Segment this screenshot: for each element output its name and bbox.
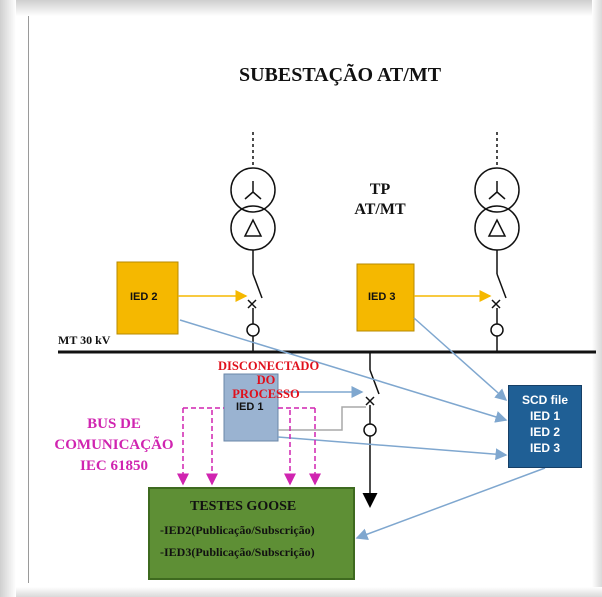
arrow-ied1-to-scd xyxy=(277,436,508,461)
ied3-box xyxy=(356,263,415,332)
goose-line-ied2: -IED2(Publicação/Subscrição) xyxy=(160,523,315,537)
frame-shadow-right xyxy=(592,0,602,597)
goose-line-ied3: -IED3(Publicação/Subscrição) xyxy=(160,545,315,559)
transformer-label-line1: TP xyxy=(369,181,391,198)
goose-tests-box: TESTES GOOSE -IED2(Publicação/Subscrição… xyxy=(148,487,355,580)
bus-label-line3: IEC 61850 xyxy=(80,458,148,474)
arrow-ied3-to-scd xyxy=(413,317,508,401)
ied2-label: IED 2 xyxy=(130,291,158,303)
disconnected-label: DISCONECTADO DO PROCESSO xyxy=(218,359,320,401)
transformer-label: TP AT/MT xyxy=(345,180,415,220)
busbar-label: MT 30 kV xyxy=(58,333,111,347)
transformer-right xyxy=(474,132,520,352)
ied2-box xyxy=(116,261,179,335)
bus-label-line2: COMUNICAÇÃO xyxy=(54,437,174,453)
scd-title: SCD file xyxy=(521,393,568,407)
scd-item-ied1: IED 1 xyxy=(529,409,560,423)
transformer-left xyxy=(230,132,276,352)
ied3-label: IED 3 xyxy=(368,291,396,303)
scd-file-box: SCD file IED 1 IED 2 IED 3 xyxy=(508,385,582,468)
arrow-ied2-to-scd xyxy=(179,319,508,423)
bus-label-line1: BUS DE xyxy=(87,416,141,432)
scd-item-ied3: IED 3 xyxy=(529,441,560,455)
ied1-box xyxy=(223,373,279,442)
disconnected-line1: DISCONECTADO xyxy=(218,359,320,373)
transformer-label-line2: AT/MT xyxy=(354,201,406,218)
left-border-line xyxy=(28,16,29,583)
bus-label: BUS DE COMUNICAÇÃO IEC 61850 xyxy=(50,414,178,477)
diagram-title: SUBESTAÇÃO AT/MT xyxy=(238,64,442,86)
goose-title: TESTES GOOSE xyxy=(190,499,297,514)
disconnected-line3: PROCESSO xyxy=(232,387,300,401)
communication-bus xyxy=(177,407,321,486)
scd-item-ied2: IED 2 xyxy=(529,425,560,439)
disconnected-line2: DO xyxy=(256,373,276,387)
frame-shadow-bottom xyxy=(0,587,602,597)
feeder xyxy=(362,352,380,508)
connector-ied1-feeder xyxy=(278,406,366,431)
arrow-scd-to-goose xyxy=(355,467,546,540)
ied1-label: IED 1 xyxy=(236,401,264,413)
